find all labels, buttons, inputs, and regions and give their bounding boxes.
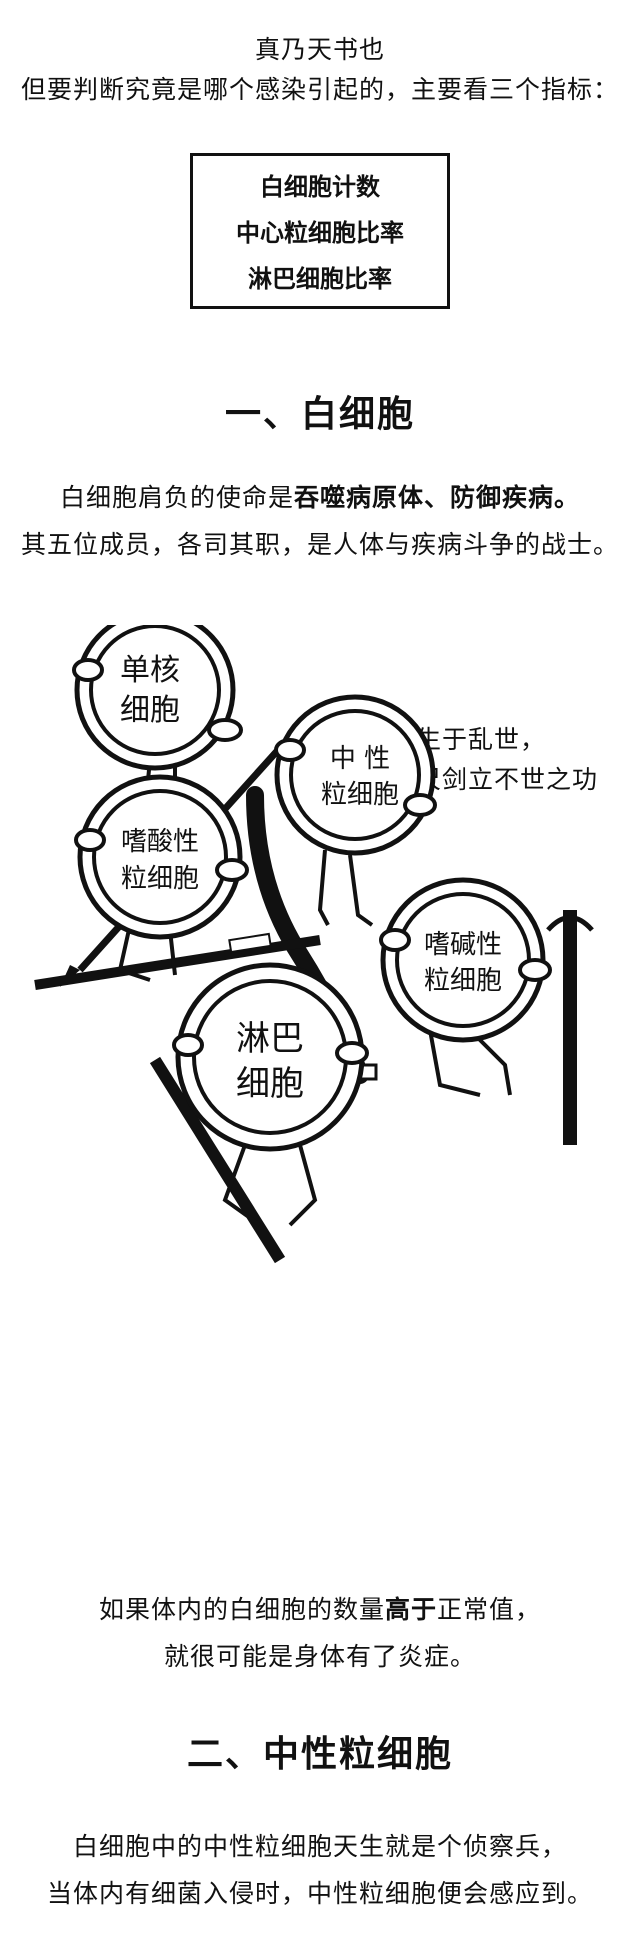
monocyte-character: 单核 细胞 bbox=[72, 625, 243, 820]
sword-vertical-right bbox=[546, 910, 594, 1145]
neutrophil-label-1: 中 性 bbox=[330, 744, 390, 774]
neutrophil-label-2: 粒细胞 bbox=[321, 780, 399, 810]
intro-line-1: 真乃天书也 bbox=[254, 35, 385, 64]
monocyte-label-1: 单核 bbox=[120, 653, 180, 688]
section1-para-2: 其五位成员，各司其职，是人体与疾病斗争的战士。 bbox=[20, 530, 619, 559]
basophil-label-1: 嗜碱性 bbox=[424, 930, 502, 960]
section1-footer-line-1: 如果体内的白细胞的数量高于正常值， bbox=[0, 1590, 640, 1630]
section2-title: 二、中性粒细胞 bbox=[186, 1734, 453, 1775]
basophil-label-2: 粒细胞 bbox=[424, 966, 502, 996]
section1-footer-line-2: 就很可能是身体有了炎症。 bbox=[163, 1642, 476, 1671]
lymphocyte-character: 淋巴 细胞 bbox=[172, 962, 369, 1227]
section2-para-2: 当体内有细菌入侵时，中性粒细胞便会感应到。 bbox=[46, 1879, 593, 1908]
eosinophil-character: 嗜酸性 粒细胞 bbox=[74, 774, 249, 982]
footer-text-bold: 高于 bbox=[384, 1595, 437, 1624]
basophil-character: 嗜碱性 粒细胞 bbox=[379, 877, 552, 1097]
white-blood-cell-illustration: 单核 细胞 中 性 粒细胞 嗜酸性 粒细胞 嗜碱性 粒细胞 bbox=[34, 625, 594, 1264]
indicator-lymphocyte-ratio: 淋巴细胞比率 bbox=[248, 265, 392, 293]
eosinophil-label-1: 嗜酸性 bbox=[121, 827, 199, 857]
section1-title: 一、白细胞 bbox=[224, 394, 415, 435]
neutrophil-character: 中 性 粒细胞 bbox=[274, 694, 437, 927]
section1-para-1-bold: 吞噬病原体、防御疾病。 bbox=[294, 483, 581, 512]
eosinophil-label-2: 粒细胞 bbox=[121, 864, 199, 894]
section1-para-1-text: 白细胞肩负的使命是 bbox=[59, 483, 294, 512]
indicator-neutrophil-ratio: 中心粒细胞比率 bbox=[236, 219, 404, 247]
monocyte-label-2: 细胞 bbox=[120, 693, 180, 728]
sword-horizontal bbox=[34, 932, 321, 990]
section1-para-1: 白细胞肩负的使命是吞噬病原体、防御疾病。 bbox=[0, 478, 640, 518]
lymphocyte-label-2: 细胞 bbox=[236, 1064, 304, 1104]
indicator-wbc-count: 白细胞计数 bbox=[260, 173, 380, 201]
section2-para-1: 白细胞中的中性粒细胞天生就是个侦察兵， bbox=[72, 1832, 567, 1861]
footer-text-post: 正常值， bbox=[437, 1595, 542, 1624]
intro-line-2: 但要判断究竟是哪个感染引起的，主要看三个指标： bbox=[20, 75, 619, 104]
footer-text-pre: 如果体内的白细胞的数量 bbox=[98, 1595, 385, 1624]
lymphocyte-label-1: 淋巴 bbox=[236, 1019, 304, 1059]
indicator-box: 白细胞计数 中心粒细胞比率 淋巴细胞比率 bbox=[190, 153, 450, 309]
